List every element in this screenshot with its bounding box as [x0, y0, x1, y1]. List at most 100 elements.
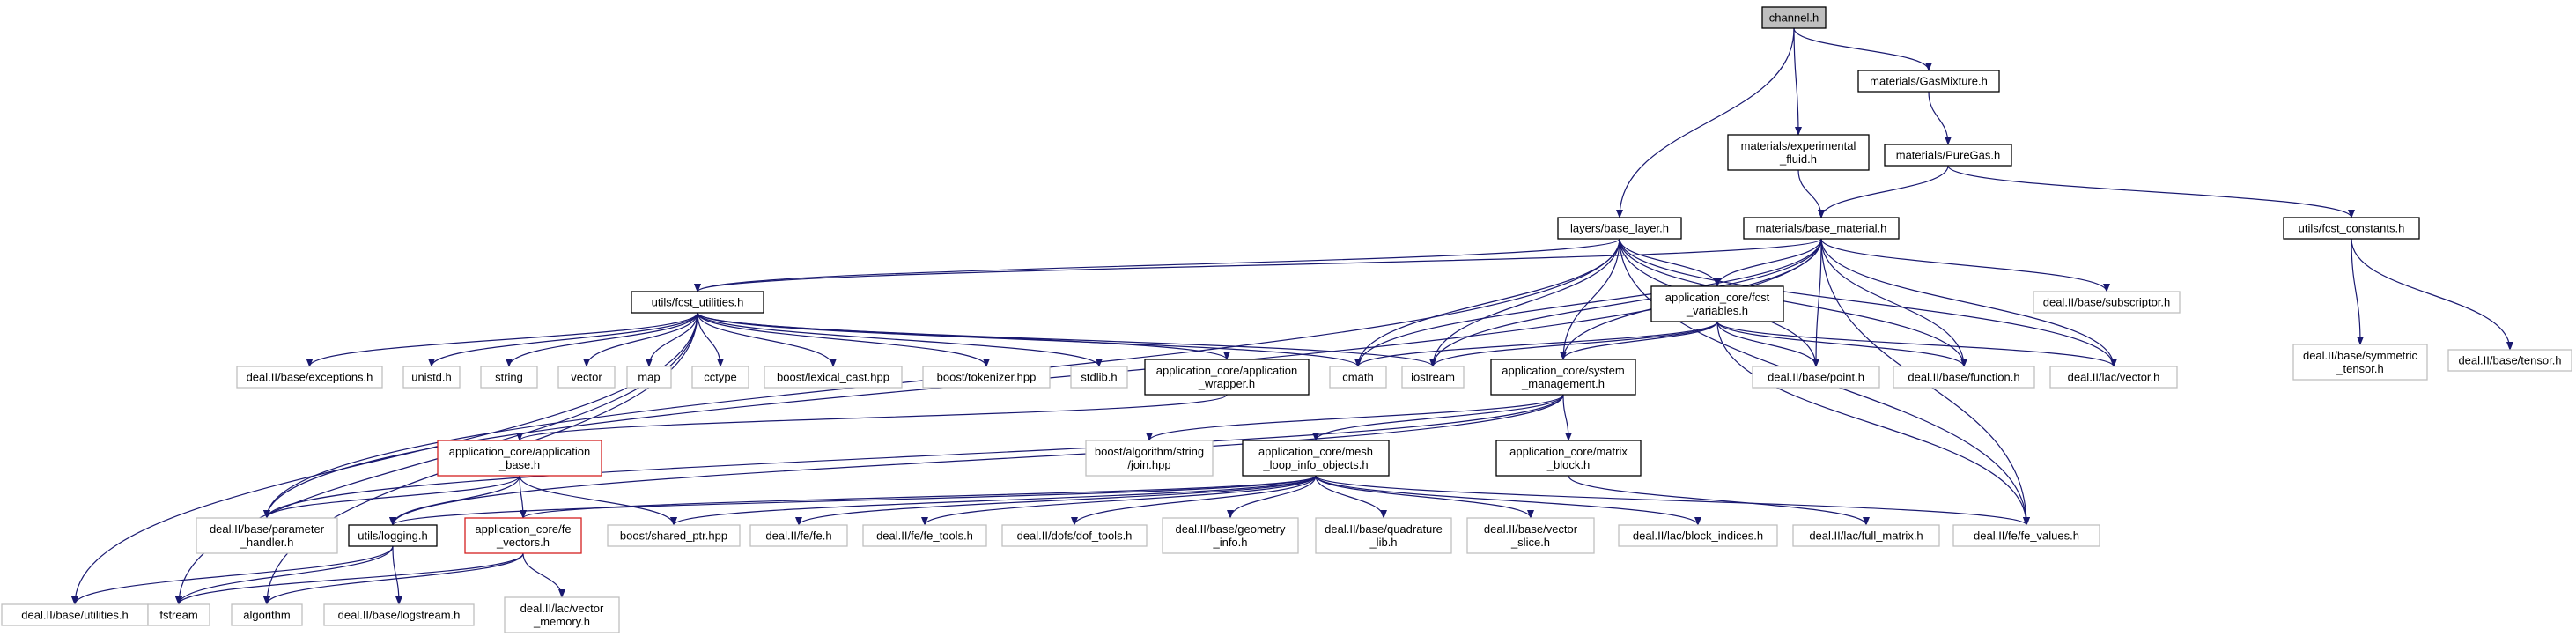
- node-geominfo[interactable]: deal.II/base/geometry_info.h: [1162, 517, 1299, 554]
- node-channel[interactable]: channel.h: [1761, 6, 1827, 29]
- node-puregas[interactable]: materials/PureGas.h: [1884, 144, 2012, 167]
- node-box-appwrapper[interactable]: [1144, 359, 1310, 396]
- node-box-paramhandler[interactable]: [196, 517, 338, 554]
- node-logstream[interactable]: deal.II/base/logstream.h: [323, 603, 475, 626]
- node-point[interactable]: deal.II/base/point.h: [1752, 366, 1880, 389]
- node-fetools[interactable]: deal.II/fe/fe_tools.h: [862, 524, 987, 547]
- node-fullmatrix[interactable]: deal.II/lac/full_matrix.h: [1792, 524, 1940, 547]
- node-box-sharedptr[interactable]: [607, 524, 741, 547]
- node-quadlib[interactable]: deal.II/base/quadrature_lib.h: [1315, 517, 1452, 554]
- node-join[interactable]: boost/algorithm/string/join.hpp: [1085, 440, 1214, 477]
- node-tensor[interactable]: deal.II/base/tensor.h: [2447, 349, 2572, 372]
- node-box-fstream[interactable]: [147, 603, 210, 626]
- node-box-fcstvars[interactable]: [1650, 285, 1784, 322]
- node-vecslice[interactable]: deal.II/base/vector_slice.h: [1466, 517, 1595, 554]
- node-basematerial[interactable]: materials/base_material.h: [1743, 217, 1900, 240]
- node-fcstutil[interactable]: utils/fcst_utilities.h: [631, 291, 764, 314]
- node-baselayer[interactable]: layers/base_layer.h: [1557, 217, 1682, 240]
- node-box-fe[interactable]: [749, 524, 848, 547]
- node-box-gasmix[interactable]: [1857, 70, 2000, 93]
- node-appwrapper[interactable]: application_core/application_wrapper.h: [1144, 359, 1310, 396]
- node-iostream[interactable]: iostream: [1401, 366, 1465, 389]
- node-box-doftools[interactable]: [1001, 524, 1148, 547]
- node-appbase[interactable]: application_core/application_base.h: [437, 440, 602, 477]
- node-box-blockidx[interactable]: [1618, 524, 1778, 547]
- node-stdlib[interactable]: stdlib.h: [1070, 366, 1128, 389]
- node-fevectors[interactable]: application_core/fe_vectors.h: [464, 517, 582, 554]
- node-box-algorithm[interactable]: [231, 603, 303, 626]
- node-expfluid[interactable]: materials/experimental_fluid.h: [1727, 134, 1870, 171]
- node-box-quadlib[interactable]: [1315, 517, 1452, 554]
- node-box-fcstconst[interactable]: [2283, 217, 2420, 240]
- node-matrixblock[interactable]: application_core/matrix_block.h: [1495, 440, 1642, 477]
- node-box-appbase[interactable]: [437, 440, 602, 477]
- node-box-string[interactable]: [480, 366, 538, 389]
- node-string[interactable]: string: [480, 366, 538, 389]
- node-box-function[interactable]: [1893, 366, 2035, 389]
- node-box-matrixblock[interactable]: [1495, 440, 1642, 477]
- node-cctype[interactable]: cctype: [691, 366, 749, 389]
- node-box-logging[interactable]: [348, 524, 438, 547]
- node-box-subscriptor[interactable]: [2033, 291, 2181, 314]
- node-box-sysmgmt[interactable]: [1490, 359, 1636, 396]
- node-box-fetools[interactable]: [862, 524, 987, 547]
- node-algorithm[interactable]: algorithm: [231, 603, 303, 626]
- node-map[interactable]: map: [626, 366, 672, 389]
- node-blockidx[interactable]: deal.II/lac/block_indices.h: [1618, 524, 1778, 547]
- node-box-expfluid[interactable]: [1727, 134, 1870, 171]
- node-box-point[interactable]: [1752, 366, 1880, 389]
- node-logging[interactable]: utils/logging.h: [348, 524, 438, 547]
- node-vecmemory[interactable]: deal.II/lac/vector_memory.h: [504, 596, 620, 633]
- node-box-vecslice[interactable]: [1466, 517, 1595, 554]
- node-box-geominfo[interactable]: [1162, 517, 1299, 554]
- node-exceptions[interactable]: deal.II/base/exceptions.h: [236, 366, 383, 389]
- node-utilities[interactable]: deal.II/base/utilities.h: [1, 603, 149, 626]
- node-sysmgmt[interactable]: application_core/system_management.h: [1490, 359, 1636, 396]
- node-lexcast[interactable]: boost/lexical_cast.hpp: [764, 366, 903, 389]
- node-fe[interactable]: deal.II/fe/fe.h: [749, 524, 848, 547]
- node-tokenizer[interactable]: boost/tokenizer.hpp: [922, 366, 1051, 389]
- node-box-cmath[interactable]: [1329, 366, 1387, 389]
- node-meshloop[interactable]: application_core/mesh_loop_info_objects.…: [1242, 440, 1390, 477]
- node-box-logstream[interactable]: [323, 603, 475, 626]
- node-paramhandler[interactable]: deal.II/base/parameter_handler.h: [196, 517, 338, 554]
- node-vector[interactable]: vector: [557, 366, 616, 389]
- node-box-cctype[interactable]: [691, 366, 749, 389]
- node-box-map[interactable]: [626, 366, 672, 389]
- node-lacvector[interactable]: deal.II/lac/vector.h: [2049, 366, 2178, 389]
- node-box-baselayer[interactable]: [1557, 217, 1682, 240]
- node-box-symtensor[interactable]: [2292, 344, 2428, 381]
- node-box-fevalues[interactable]: [1952, 524, 2100, 547]
- node-box-iostream[interactable]: [1401, 366, 1465, 389]
- node-box-exceptions[interactable]: [236, 366, 383, 389]
- node-function[interactable]: deal.II/base/function.h: [1893, 366, 2035, 389]
- node-subscriptor[interactable]: deal.II/base/subscriptor.h: [2033, 291, 2181, 314]
- node-fcstconst[interactable]: utils/fcst_constants.h: [2283, 217, 2420, 240]
- node-box-puregas[interactable]: [1884, 144, 2012, 167]
- node-sharedptr[interactable]: boost/shared_ptr.hpp: [607, 524, 741, 547]
- node-doftools[interactable]: deal.II/dofs/dof_tools.h: [1001, 524, 1148, 547]
- node-box-stdlib[interactable]: [1070, 366, 1128, 389]
- node-box-channel[interactable]: [1761, 6, 1827, 29]
- node-fcstvars[interactable]: application_core/fcst_variables.h: [1650, 285, 1784, 322]
- node-box-meshloop[interactable]: [1242, 440, 1390, 477]
- node-cmath[interactable]: cmath: [1329, 366, 1387, 389]
- node-box-vector[interactable]: [557, 366, 616, 389]
- node-fevalues[interactable]: deal.II/fe/fe_values.h: [1952, 524, 2100, 547]
- node-box-tensor[interactable]: [2447, 349, 2572, 372]
- node-fstream[interactable]: fstream: [147, 603, 210, 626]
- node-box-utilities[interactable]: [1, 603, 149, 626]
- node-unistd[interactable]: unistd.h: [402, 366, 461, 389]
- node-box-lacvector[interactable]: [2049, 366, 2178, 389]
- node-symtensor[interactable]: deal.II/base/symmetric_tensor.h: [2292, 344, 2428, 381]
- node-box-vecmemory[interactable]: [504, 596, 620, 633]
- node-box-fevectors[interactable]: [464, 517, 582, 554]
- node-gasmix[interactable]: materials/GasMixture.h: [1857, 70, 2000, 93]
- node-box-tokenizer[interactable]: [922, 366, 1051, 389]
- node-box-join[interactable]: [1085, 440, 1214, 477]
- node-box-fullmatrix[interactable]: [1792, 524, 1940, 547]
- node-box-fcstutil[interactable]: [631, 291, 764, 314]
- node-box-unistd[interactable]: [402, 366, 461, 389]
- node-box-lexcast[interactable]: [764, 366, 903, 389]
- node-box-basematerial[interactable]: [1743, 217, 1900, 240]
